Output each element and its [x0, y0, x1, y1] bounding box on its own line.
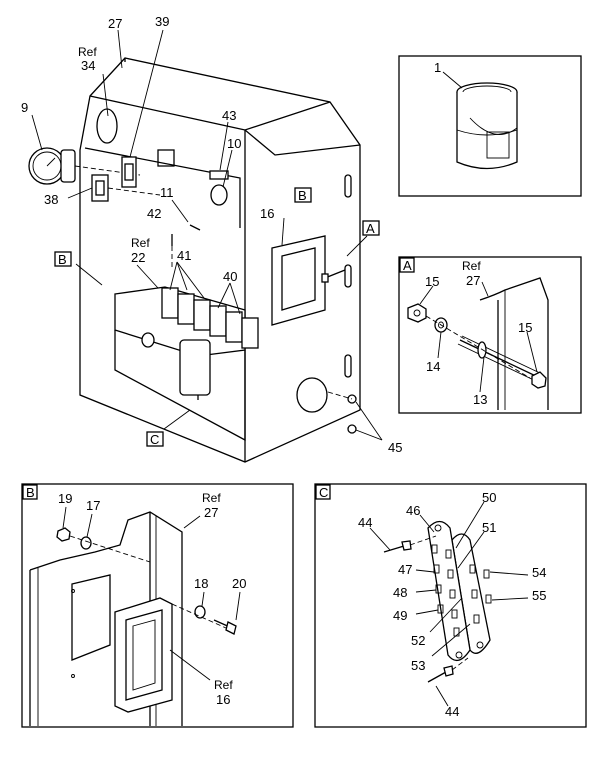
label-9: 9	[21, 100, 28, 115]
panel-c-label-53: 53	[411, 658, 425, 673]
panel-c: C	[314, 483, 587, 728]
panel-b-label-18: 18	[194, 576, 208, 591]
label-45: 45	[388, 440, 402, 455]
label-16: 16	[260, 206, 274, 221]
panel-b-label-17: 17	[86, 498, 100, 513]
panel-a-title: A	[403, 258, 412, 273]
label-ref-34-a: Ref	[78, 45, 97, 59]
panel-c-label-44a: 44	[358, 515, 372, 530]
panel-b-label-20: 20	[232, 576, 246, 591]
main-assembly: 27 39 Ref 34 9 43 10 38 11 42 B 16 A Ref…	[21, 14, 402, 463]
terminal-slots	[431, 544, 492, 637]
panel-c-label-49: 49	[393, 608, 407, 623]
label-41: 41	[177, 248, 191, 263]
panel-c-label-46: 46	[406, 503, 420, 518]
panel-a: A 15 Ref 27 15 14 13	[398, 256, 582, 414]
label-38: 38	[44, 192, 58, 207]
panel-c-label-47: 47	[398, 562, 412, 577]
panel-b-ref-27: 27	[204, 505, 218, 520]
label-1: 1	[434, 60, 441, 75]
panel-a-label-15b: 15	[518, 320, 532, 335]
label-ref-22-a: Ref	[131, 236, 150, 250]
panel-a-label-13: 13	[473, 392, 487, 407]
panel-b-ref-2: Ref	[214, 678, 233, 692]
panel-b-ref: Ref	[202, 491, 221, 505]
label-ref-b-1: B	[298, 188, 307, 203]
panel-c-label-50: 50	[482, 490, 496, 505]
label-ref-22-b: 22	[131, 250, 145, 265]
label-ref-34-b: 34	[81, 58, 95, 73]
label-ref-c-1: C	[150, 432, 159, 447]
label-27: 27	[108, 16, 122, 31]
panel-c-label-48: 48	[393, 585, 407, 600]
panel-a-label-15a: 15	[425, 274, 439, 289]
panel-paint-can: 1	[398, 55, 582, 197]
label-11: 11	[160, 185, 174, 200]
label-40: 40	[223, 269, 237, 284]
panel-a-ref-27: 27	[466, 273, 480, 288]
panel-b-label-19: 19	[58, 491, 72, 506]
panel-c-label-52: 52	[411, 633, 425, 648]
label-10: 10	[227, 136, 241, 151]
panel-a-label-14: 14	[426, 359, 440, 374]
relay-blocks	[161, 287, 259, 349]
label-43: 43	[222, 108, 236, 123]
panel-b-title: B	[26, 485, 35, 500]
panel-b-ref-16: 16	[216, 692, 230, 707]
panel-c-label-54: 54	[532, 565, 546, 580]
panel-c-label-51: 51	[482, 520, 496, 535]
label-ref-b-2: B	[58, 252, 67, 267]
panel-a-ref: Ref	[462, 259, 481, 273]
gauge-9	[28, 147, 76, 185]
panel-c-title: C	[319, 485, 328, 500]
label-ref-a-1: A	[366, 221, 375, 236]
label-39: 39	[155, 14, 169, 29]
panel-c-label-55: 55	[532, 588, 546, 603]
label-42: 42	[147, 206, 161, 221]
panel-c-label-44b: 44	[445, 704, 459, 719]
panel-b: B 19 17 Ref 27 18	[21, 483, 294, 728]
